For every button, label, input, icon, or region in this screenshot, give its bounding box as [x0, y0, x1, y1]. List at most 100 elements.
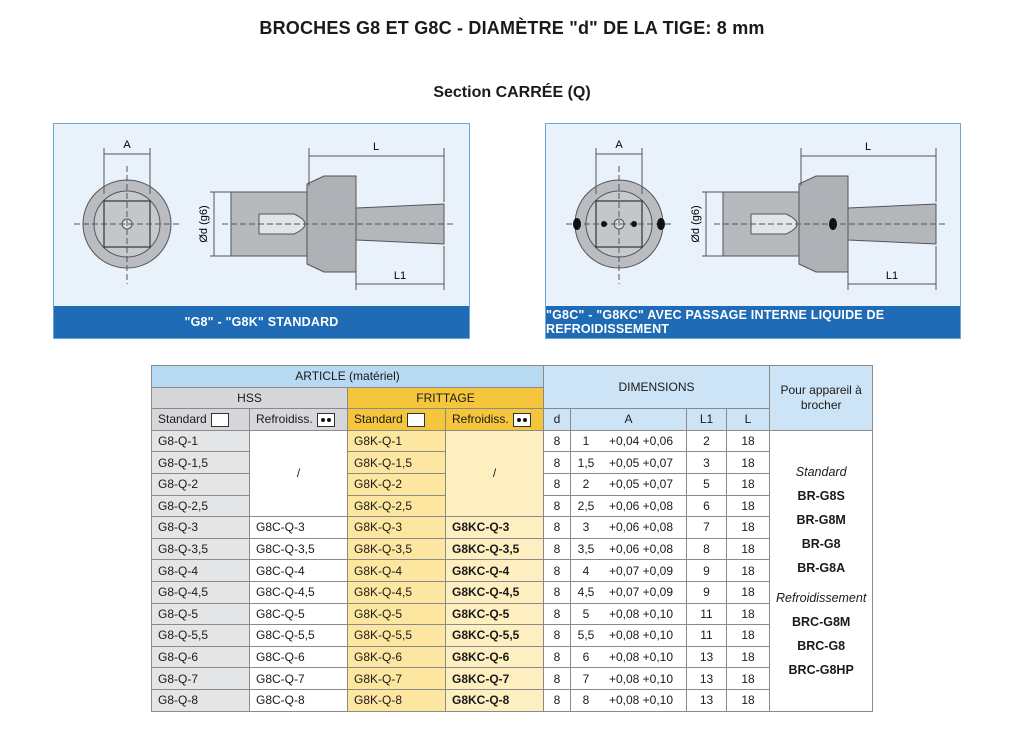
dim-d-cell: 8 — [543, 516, 571, 539]
frittage-refroid-cell: G8KC-Q-3,5 — [445, 537, 544, 561]
dim-l1-cell: 5 — [686, 472, 727, 496]
hss-refroid-cell: G8C-Q-8 — [249, 688, 348, 712]
broach-standard-drawing: A L L1 Ød (g6) — [74, 139, 454, 290]
dim-a-value: 7 — [582, 671, 590, 686]
dim-l-cell: 18 — [726, 602, 770, 626]
dim-a-value: 2 — [582, 477, 590, 492]
broach-spec-table: ARTICLE (matériel) DIMENSIONS Pour appar… — [151, 364, 874, 712]
hss-standard-cell: G8-Q-1 — [151, 429, 250, 453]
dim-d-cell: 8 — [543, 688, 571, 712]
dim-a-label: A — [123, 139, 131, 151]
coolant-square-icon — [316, 412, 335, 427]
dim-a-value: 3,5 — [577, 542, 595, 557]
dim-a-tolerance: +0,06 +0,08 — [608, 542, 673, 557]
dim-a-cell: 2,5+0,06 +0,08 — [570, 494, 687, 518]
hss-standard-header: Standard — [151, 408, 250, 431]
appareil-standard-item: BR-G8S — [797, 488, 845, 503]
frittage-refroid-cell: G8KC-Q-7 — [445, 667, 544, 690]
coolant-caption: "G8C" - "G8KC" AVEC PASSAGE INTERNE LIQU… — [546, 306, 960, 338]
dim-l1-cell: 13 — [686, 645, 727, 669]
dim-d-cell: 8 — [543, 472, 571, 496]
dim-l1-label: L1 — [886, 270, 898, 282]
dim-d-cell: 8 — [543, 580, 571, 604]
hss-standard-cell: G8-Q-7 — [151, 667, 250, 690]
dim-l1-cell: 13 — [686, 667, 727, 690]
square-icon — [406, 412, 425, 427]
dim-d-cell: 8 — [543, 451, 571, 474]
frittage-standard-cell: G8K-Q-5 — [347, 602, 446, 626]
dim-a-tolerance: +0,08 +0,10 — [608, 628, 673, 643]
dim-l-cell: 18 — [726, 472, 770, 496]
dim-a-cell: 7 +0,08 +0,10 — [570, 667, 687, 690]
dim-l-cell: 18 — [726, 688, 770, 712]
dim-a-value: 3 — [582, 520, 590, 535]
dim-a-tolerance: +0,07 +0,09 — [608, 585, 673, 600]
dim-l1-cell: 8 — [686, 537, 727, 561]
dim-d-label: Ød (g6) — [198, 205, 210, 242]
section-subtitle: Section CARRÉE (Q) — [433, 84, 591, 101]
appareil-refroid-label: Refroidissement — [776, 590, 867, 605]
dim-l1-label: L1 — [394, 270, 406, 282]
frittage-standard-cell: G8K-Q-1 — [347, 429, 446, 453]
dim-l-label: L — [373, 141, 379, 153]
dim-a-tolerance: +0,08 +0,10 — [608, 606, 673, 621]
dim-a-tolerance: +0,06 +0,08 — [608, 498, 673, 513]
dim-a-value: 1,5 — [577, 455, 595, 470]
dim-a-cell: 5 +0,08 +0,10 — [570, 602, 687, 626]
coolant-holes — [573, 218, 837, 230]
dim-a-cell: 6+0,08 +0,10 — [570, 645, 687, 669]
dim-a-cell: 1,5+0,05 +0,07 — [570, 451, 687, 474]
appareil-refroid-item: BRC-G8M — [791, 614, 851, 629]
hss-standard-cell: G8-Q-8 — [151, 688, 250, 712]
dim-d-label: Ød (g6) — [690, 205, 702, 242]
diagram-coolant-panel: A L L1 Ød (g6) "G8C" - "G8KC" AVEC PASSA… — [545, 123, 961, 339]
dim-l-cell: 18 — [726, 667, 770, 690]
appareil-standard-item: BR-G8A — [797, 560, 846, 575]
dim-l-cell: 18 — [726, 580, 770, 604]
frittage-standard-cell: G8K-Q-1,5 — [347, 451, 446, 474]
dim-a-tolerance: +0,08 +0,10 — [608, 693, 673, 708]
dim-l-cell: 18 — [726, 624, 770, 647]
dim-l1-cell: 9 — [686, 559, 727, 582]
hss-refroid-cell: G8C-Q-7 — [249, 667, 348, 690]
dim-l1-cell: 11 — [686, 624, 727, 647]
frittage-standard-cell: G8K-Q-4,5 — [347, 580, 446, 604]
hss-standard-cell: G8-Q-5 — [151, 602, 250, 626]
frittage-standard-cell: G8K-Q-3 — [347, 516, 446, 539]
appareil-refroid-item: BRC-G8HP — [788, 662, 854, 677]
dim-l-cell: 18 — [726, 516, 770, 539]
dim-l-cell: 18 — [726, 429, 770, 453]
coolant-square-icon — [512, 412, 531, 427]
dim-a-value: 8 — [582, 693, 590, 708]
dim-a-label: A — [615, 139, 623, 151]
hss-standard-cell: G8-Q-4,5 — [151, 580, 250, 604]
dim-a-cell: 5,5+0,08 +0,10 — [570, 624, 687, 647]
dim-a-value: 5 — [582, 606, 590, 621]
dim-l-cell: 18 — [726, 451, 770, 474]
frittage-standard-cell: G8K-Q-2,5 — [347, 494, 446, 518]
hss-standard-cell: G8-Q-3,5 — [151, 537, 250, 561]
dim-a-cell: 4+0,07 +0,09 — [570, 559, 687, 582]
broach-coolant-drawing: A L L1 Ød (g6) — [566, 139, 946, 290]
dim-a-cell: 3+0,06 +0,08 — [570, 516, 687, 539]
dim-l-cell: 18 — [726, 494, 770, 518]
dim-d-cell: 8 — [543, 602, 571, 626]
dim-a-cell: 8 +0,08 +0,10 — [570, 688, 687, 712]
frittage-standard-cell: G8K-Q-4 — [347, 559, 446, 582]
frittage-refroid-cell: G8KC-Q-6 — [445, 645, 544, 669]
frittage-standard-cell: G8K-Q-2 — [347, 472, 446, 496]
hss-standard-cell: G8-Q-2,5 — [151, 494, 250, 518]
dim-d-cell: 8 — [543, 645, 571, 669]
hss-standard-cell: G8-Q-4 — [151, 559, 250, 582]
dim-d-cell: 8 — [543, 494, 571, 518]
dim-a-tolerance: +0,08 +0,10 — [608, 671, 673, 686]
appareil-standard-label: Standard — [795, 464, 847, 479]
dim-a-value: 4 — [582, 563, 590, 578]
frittage-refroid-cell: G8KC-Q-4,5 — [445, 580, 544, 604]
